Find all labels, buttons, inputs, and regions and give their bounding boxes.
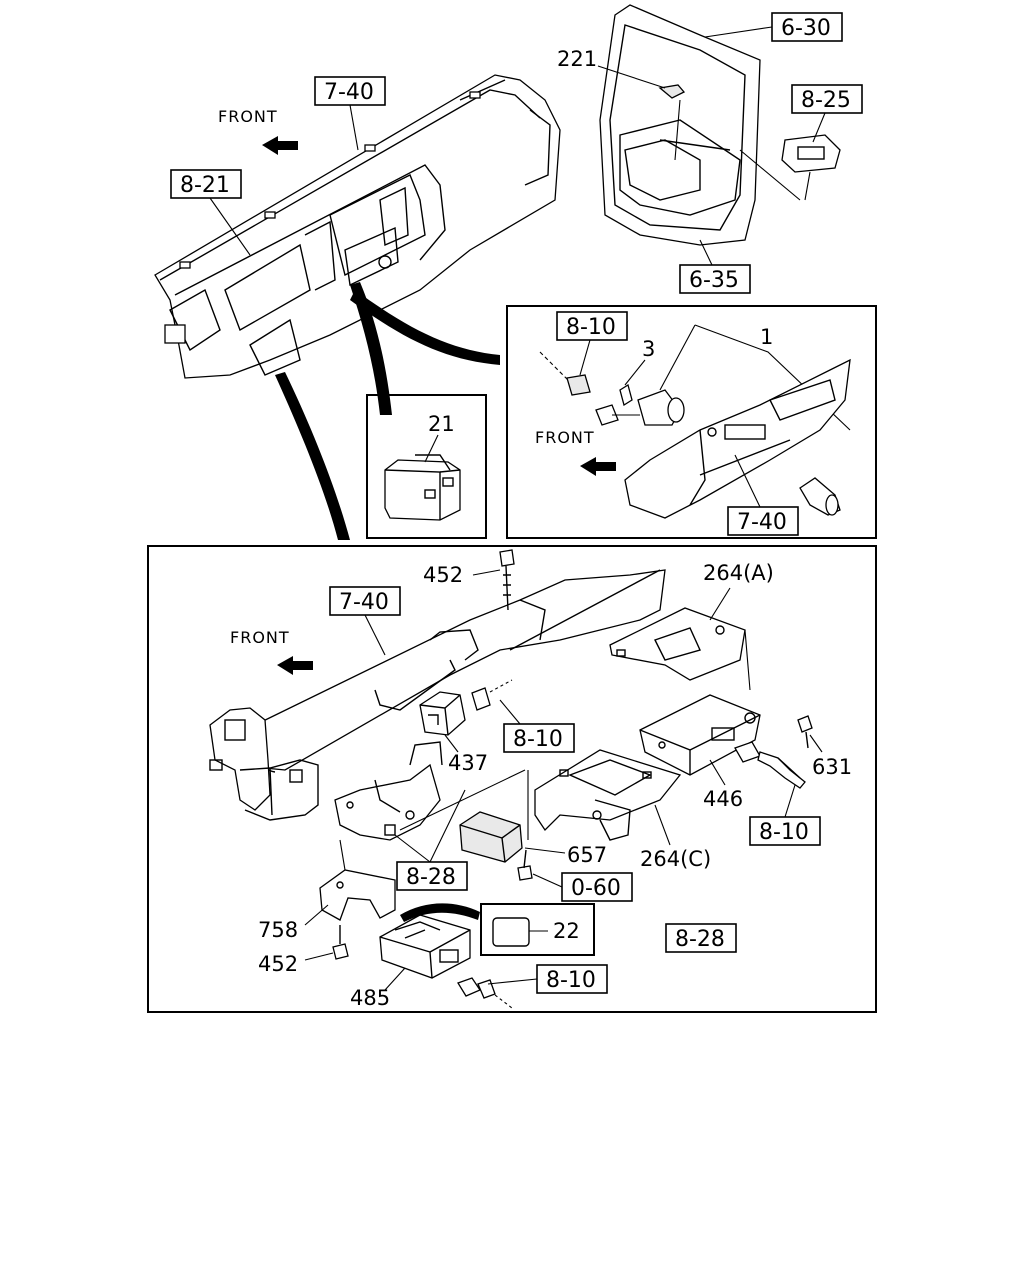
front-indicator-top: FRONT (218, 107, 298, 155)
ref-8-21: 8-21 (180, 173, 230, 198)
ref-6-35: 6-35 (689, 268, 739, 293)
leader-curve-to-22 (400, 903, 480, 922)
ref-box-8-28-b: 8-28 (665, 923, 737, 953)
door-switch (781, 134, 841, 201)
relay-437 (419, 691, 466, 736)
harness-connector-8-10-b (734, 741, 806, 789)
front-arrow-icon-main (277, 656, 313, 675)
leader-curve-to-inset-21 (350, 282, 392, 415)
part-number-22: 22 (553, 919, 580, 943)
ref-box-7-40-top: 7-40 (314, 76, 386, 106)
screw-631 (797, 715, 813, 749)
ref-7-40-inset: 7-40 (737, 510, 787, 535)
module-446 (639, 694, 761, 776)
part-number-485: 485 (350, 986, 390, 1010)
ref-7-40-main: 7-40 (339, 590, 389, 615)
unit-485 (379, 914, 471, 979)
ref-box-8-10-a: 8-10 (503, 723, 575, 753)
bracket-758 (319, 869, 396, 921)
connector-8-10-a (471, 679, 513, 711)
lighter-knob (799, 477, 841, 516)
cross-member-beam (253, 569, 666, 773)
pad-657 (459, 811, 523, 863)
main-detail-box (147, 545, 877, 1013)
ref-8-10-b: 8-10 (759, 820, 809, 845)
ref-8-28-a: 8-28 (406, 865, 456, 890)
part-number-437: 437 (448, 751, 488, 775)
ref-7-40-top: 7-40 (324, 80, 374, 105)
leader-curve-to-main (275, 372, 350, 540)
ref-box-7-40-main: 7-40 (329, 586, 401, 616)
dashboard-overview (154, 74, 561, 379)
leader-curve-to-inset-1 (350, 290, 500, 365)
ref-box-8-25: 8-25 (791, 84, 863, 114)
door-panel (599, 4, 761, 246)
inset-box-lighter (506, 305, 877, 539)
ref-box-8-21: 8-21 (170, 169, 242, 199)
ref-box-0-60: 0-60 (561, 872, 633, 902)
ref-box-8-28-a: 8-28 (396, 861, 468, 891)
ref-8-10-inset: 8-10 (566, 315, 616, 340)
ref-8-25: 8-25 (801, 88, 851, 113)
bracket-264c (534, 749, 682, 841)
part-number-3: 3 (642, 337, 655, 361)
center-bracket (334, 741, 443, 841)
front-arrow-icon-inset (580, 457, 616, 476)
switch-21 (384, 454, 461, 521)
part-number-446: 446 (703, 787, 743, 811)
part-number-452-top: 452 (423, 563, 463, 587)
front-indicator-main: FRONT (230, 628, 313, 675)
ref-box-8-10-inset: 8-10 (556, 311, 628, 341)
part-22-shape (492, 917, 530, 947)
ref-box-8-10-b: 8-10 (749, 816, 821, 846)
ref-box-6-30: 6-30 (771, 12, 843, 42)
part-number-221: 221 (557, 47, 597, 71)
screw-452-bottom (332, 925, 349, 960)
part-number-758: 758 (258, 918, 298, 942)
ref-box-6-35: 6-35 (679, 264, 751, 294)
front-label: FRONT (218, 107, 278, 126)
lighter-socket (595, 383, 685, 426)
ref-0-60: 0-60 (571, 876, 621, 901)
part-number-452-bottom: 452 (258, 952, 298, 976)
ref-8-10-c: 8-10 (546, 968, 596, 993)
part-number-21: 21 (428, 412, 455, 436)
ref-6-30: 6-30 (781, 16, 831, 41)
ref-box-7-40-inset: 7-40 (727, 506, 799, 536)
ref-8-28-b: 8-28 (675, 927, 725, 952)
bolt-452-top (499, 549, 515, 611)
connector-8-10-inset (539, 351, 591, 396)
part-number-264a: 264(A) (703, 561, 774, 585)
left-bracket (209, 707, 319, 821)
inset-box-22 (480, 903, 595, 956)
front-label-main: FRONT (230, 628, 290, 647)
front-arrow-icon (262, 136, 298, 155)
bolt-0-60 (517, 849, 533, 881)
ref-box-8-10-c: 8-10 (536, 964, 608, 994)
connector-8-10-c (457, 977, 513, 1009)
front-indicator-inset: FRONT (535, 428, 616, 476)
lower-panel (624, 358, 851, 519)
ref-8-10-a: 8-10 (513, 727, 563, 752)
part-number-657: 657 (567, 843, 607, 867)
front-label-inset: FRONT (535, 428, 595, 447)
bracket-264a (609, 607, 746, 681)
part-number-631: 631 (812, 755, 852, 779)
part-number-1: 1 (760, 325, 773, 349)
inset-box-switch (366, 394, 487, 539)
part-number-264c: 264(C) (640, 847, 711, 871)
